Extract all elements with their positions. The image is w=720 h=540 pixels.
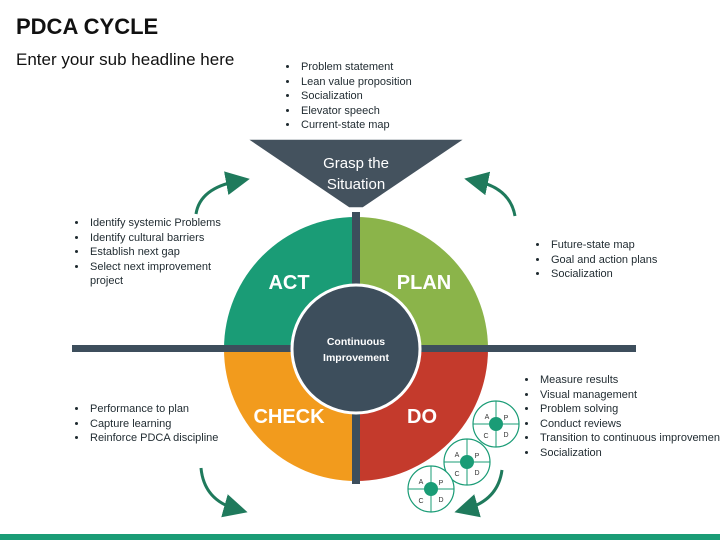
mini-label-a: A xyxy=(485,414,490,421)
bullet-item: Problem statement xyxy=(299,60,412,75)
plan-label: PLAN xyxy=(397,272,451,294)
bullet-item: Performance to plan xyxy=(88,402,258,417)
curved-arrow-icon xyxy=(464,171,517,217)
act-bullet-list: Identify systemic Problems Identify cult… xyxy=(70,216,238,289)
bullet-item: Future-state map xyxy=(549,238,719,253)
center-label-line1: Continuous xyxy=(327,336,385,348)
mini-label-c: C xyxy=(483,433,488,440)
mini-label-a: A xyxy=(419,479,424,486)
grasp-situation-bullet-list: Problem statement Lean value proposition… xyxy=(281,60,412,133)
curved-arrow-icon xyxy=(199,467,248,518)
page-title: PDCA CYCLE xyxy=(16,14,159,39)
act-label: ACT xyxy=(268,272,309,294)
center-circle xyxy=(290,283,422,415)
bullet-item: Current-state map xyxy=(299,118,412,133)
center-label-line2: Improvement xyxy=(323,352,389,364)
check-label: CHECK xyxy=(253,406,325,428)
do-label: DO xyxy=(407,406,437,428)
mini-label-c: C xyxy=(454,471,459,478)
mini-label-d: D xyxy=(474,470,479,477)
plan-bullet-list: Future-state map Goal and action plans S… xyxy=(531,238,719,282)
bullet-item: Identify cultural barriers xyxy=(88,231,238,246)
mini-label-p: P xyxy=(439,480,444,487)
check-bullet-list: Performance to plan Capture learning Rei… xyxy=(70,402,258,446)
funnel-label-line2: Situation xyxy=(327,176,385,193)
bullet-item: Elevator speech xyxy=(299,104,412,119)
mini-label-p: P xyxy=(504,415,509,422)
page-subtitle: Enter your sub headline here xyxy=(16,50,235,69)
bullet-item: Lean value proposition xyxy=(299,75,412,90)
bullet-item: Socialization xyxy=(299,89,412,104)
do-bullet-list: Measure results Visual management Proble… xyxy=(520,373,720,460)
bullet-item: Capture learning xyxy=(88,417,258,432)
curved-arrow-icon xyxy=(454,469,504,518)
bullet-item: Goal and action plans xyxy=(549,253,719,268)
bullet-item: Establish next gap xyxy=(88,245,238,260)
mini-label-p: P xyxy=(475,453,480,460)
grasp-situation-funnel xyxy=(244,138,468,209)
bullet-item: Identify systemic Problems xyxy=(88,216,238,231)
bullet-item: Reinforce PDCA discipline xyxy=(88,431,258,446)
mini-label-d: D xyxy=(438,497,443,504)
bullet-item: Transition to continuous improvement. xyxy=(538,431,720,446)
curved-arrow-icon xyxy=(194,171,250,215)
bullet-item: Socialization xyxy=(538,446,720,461)
bullet-item: Socialization xyxy=(549,267,719,282)
footer-bar xyxy=(0,534,720,540)
bullet-item: Conduct reviews xyxy=(538,417,720,432)
mini-pdca-cycle-icon: A P C D xyxy=(443,438,491,486)
mini-pdca-cycle-icon: A P C D xyxy=(472,400,520,448)
funnel-label-line1: Grasp the xyxy=(323,155,389,172)
bullet-item: Problem solving xyxy=(538,402,720,417)
mini-label-d: D xyxy=(503,432,508,439)
mini-label-a: A xyxy=(455,452,460,459)
bullet-item: Visual management xyxy=(538,388,720,403)
bullet-item: Measure results xyxy=(538,373,720,388)
mini-label-c: C xyxy=(418,498,423,505)
bullet-item: Select next improvement project xyxy=(88,260,238,289)
mini-pdca-cycle-icon: A P C D xyxy=(407,465,455,513)
